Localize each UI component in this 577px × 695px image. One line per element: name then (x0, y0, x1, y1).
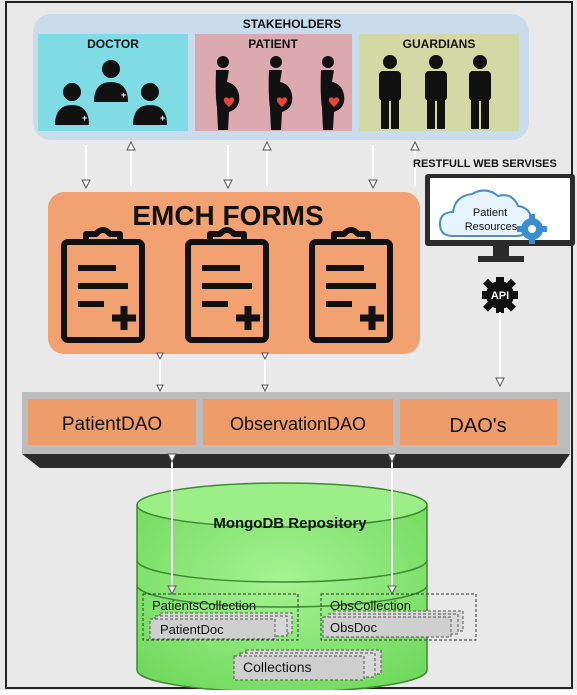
dao-db-arrows (172, 458, 392, 590)
rest-title: RESTFULL WEB SERVISES (413, 158, 557, 170)
rest-service: RESTFULL WEB SERVISES Patient Resources (413, 158, 575, 382)
doctor-card: DOCTOR + + + (38, 34, 188, 131)
patients-collection: PatientsCollection PatientDoc (142, 593, 299, 641)
svg-text:+: + (121, 90, 126, 100)
svg-text:+: + (160, 113, 165, 123)
guardians-card: GUARDIANS (359, 34, 519, 131)
emch-forms-title: EMCH FORMS (132, 200, 323, 231)
generic-dao-box: DAO's (400, 399, 557, 445)
observation-dao-label: ObservationDAO (230, 414, 366, 434)
stakeholders-title: STAKEHOLDERS (243, 17, 341, 31)
emch-forms-panel: EMCH FORMS (48, 192, 420, 354)
patient-card: PATIENT (195, 34, 352, 131)
dao-layer: PatientDAO ObservationDAO DAO's (22, 392, 570, 468)
mongodb-title: MongoDB Repository (213, 515, 367, 532)
doctor-label: DOCTOR (87, 37, 139, 51)
obs-collection: ObsCollection ObsDoc (320, 593, 477, 641)
gear-icon (517, 214, 547, 244)
doctor-icon: + + + (55, 60, 167, 125)
patient-dao-box: PatientDAO (28, 399, 196, 445)
api-gear-badge: API (482, 277, 518, 313)
patient-label: PATIENT (248, 37, 298, 51)
forms-dao-arrows (160, 356, 265, 388)
obs-doc-label: ObsDoc (330, 620, 377, 635)
pregnant-woman-icon (215, 56, 345, 130)
guardians-label: GUARDIANS (403, 37, 476, 51)
generic-dao-label: DAO's (449, 415, 506, 437)
collections-label: Collections (243, 659, 311, 675)
patient-doc-label: PatientDoc (160, 622, 224, 637)
collections-stack: Collections (233, 649, 382, 681)
stakeholder-form-arrows (86, 145, 415, 186)
cloud-icon: Patient Resources (438, 189, 533, 237)
clipboard-icon (61, 227, 393, 343)
svg-text:+: + (82, 113, 87, 123)
guardian-icon (379, 55, 491, 129)
cloud-line1: Patient (473, 207, 507, 219)
patients-collection-label: PatientsCollection (152, 598, 256, 613)
stakeholders-panel: STAKEHOLDERS DOCTOR + + + PATIENT (33, 14, 529, 140)
obs-collection-label: ObsCollection (330, 598, 411, 613)
observation-dao-box: ObservationDAO (203, 399, 393, 445)
patient-dao-label: PatientDAO (62, 414, 162, 435)
obs-doc-stack: ObsDoc (322, 610, 464, 638)
mongodb-repository: MongoDB Repository PatientsCollection Pa… (136, 482, 477, 693)
patient-doc-stack: PatientDoc (149, 612, 293, 640)
api-label: API (491, 290, 509, 302)
cloud-line2: Resources (465, 221, 518, 233)
